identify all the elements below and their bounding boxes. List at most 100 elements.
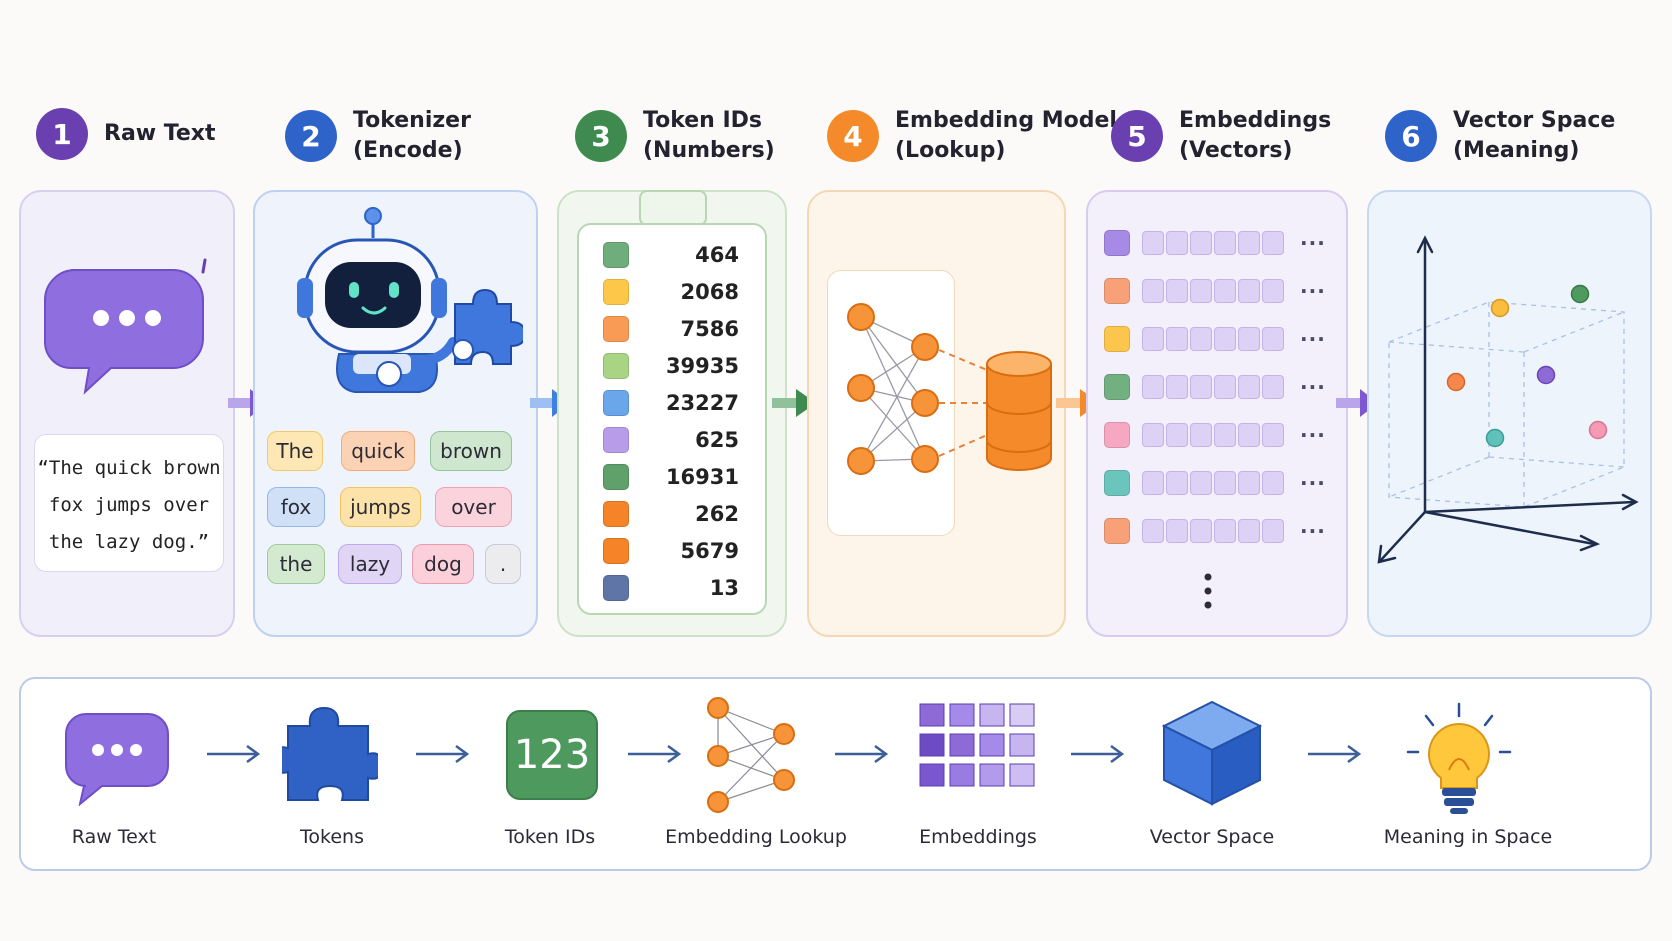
token-ids-panel: 464 2068 7586 39935 23227 625 16931 262 …: [557, 190, 787, 637]
token-chip: jumps: [340, 487, 421, 527]
flow-label: Embedding Lookup: [665, 826, 847, 848]
grid-cells-icon: [919, 703, 1035, 787]
clipboard-clip: [639, 190, 707, 226]
step-number-badge: 4: [827, 110, 879, 162]
step-title: Embedding Model (Lookup): [895, 106, 1117, 166]
step-number-badge: 1: [36, 108, 88, 160]
token-id-row: 23227: [603, 389, 753, 417]
step-title-line: Token IDs: [643, 108, 763, 133]
neural-network-icon: [707, 697, 795, 813]
step-header-6: 6 Vector Space (Meaning): [1385, 106, 1615, 166]
ellipsis-icon: ···: [1300, 231, 1326, 255]
step-title-line: Tokenizer: [353, 108, 471, 133]
token-id-row: 13: [603, 574, 753, 602]
flow-label: Vector Space: [1149, 826, 1275, 848]
step-header-2: 2 Tokenizer (Encode): [285, 106, 471, 166]
token-id-row: 464: [603, 241, 753, 269]
token-color-swatch: [603, 501, 629, 527]
arrow-right-icon: [835, 744, 889, 764]
token-id-row: 5679: [603, 537, 753, 565]
token-color-swatch: [603, 427, 629, 453]
step-header-1: 1 Raw Text: [36, 108, 215, 160]
token-id-row: 625: [603, 426, 753, 454]
step-title-line: Embedding Model: [895, 108, 1117, 133]
step-subtitle-line: (Meaning): [1453, 138, 1580, 163]
raw-text-line: the lazy dog.”: [48, 531, 210, 553]
flow-label: Meaning in Space: [1383, 826, 1553, 848]
token-chip: quick: [341, 431, 415, 471]
token-color-swatch: [603, 279, 629, 305]
token-color-swatch: [603, 390, 629, 416]
embedding-model-panel: [807, 190, 1066, 637]
token-color-swatch: [603, 353, 629, 379]
token-color-swatch: [1104, 422, 1130, 448]
token-id-list: 464 2068 7586 39935 23227 625 16931 262 …: [577, 223, 767, 615]
flow-arrow-icon: [772, 389, 816, 417]
embedding-vector-row: ···: [1104, 422, 1326, 448]
token-id-row: 16931: [603, 463, 753, 491]
token-color-swatch: [603, 464, 629, 490]
raw-text-line: “The quick brown: [37, 457, 221, 479]
token-id-value: 625: [695, 428, 739, 452]
step-header-3: 3 Token IDs (Numbers): [575, 106, 775, 166]
token-color-swatch: [1104, 518, 1130, 544]
cube-icon: [1161, 700, 1263, 806]
token-color-swatch: [1104, 374, 1130, 400]
embedding-vector-row: ···: [1104, 518, 1326, 544]
token-color-swatch: [603, 242, 629, 268]
ellipsis-icon: ···: [1300, 519, 1326, 543]
arrow-right-icon: [416, 744, 470, 764]
flow-label: Token IDs: [504, 826, 596, 848]
token-color-swatch: [603, 538, 629, 564]
embedding-vector-row: ···: [1104, 470, 1326, 496]
ellipsis-icon: ···: [1300, 375, 1326, 399]
ellipsis-icon: ···: [1300, 423, 1326, 447]
step-header-5: 5 Embeddings (Vectors): [1111, 106, 1331, 166]
token-id-value: 2068: [680, 280, 739, 304]
step-title: Embeddings (Vectors): [1179, 106, 1331, 166]
token-chip: fox: [267, 487, 325, 527]
step-subtitle-line: (Vectors): [1179, 138, 1293, 163]
vertical-ellipsis-icon: [1204, 573, 1212, 609]
arrow-right-icon: [628, 744, 682, 764]
token-id-value: 13: [709, 576, 739, 600]
token-id-row: 2068: [603, 278, 753, 306]
step-title-line: Raw Text: [104, 121, 216, 146]
token-id-value: 262: [695, 502, 739, 526]
token-chip: dog: [412, 544, 474, 584]
embeddings-panel: ··· ··· ··· ··· ··· ··· ···: [1086, 190, 1348, 637]
token-chip: The: [267, 431, 323, 471]
step-title: Token IDs (Numbers): [643, 106, 775, 166]
embedding-vector-row: ···: [1104, 374, 1326, 400]
token-chip: .: [485, 544, 521, 584]
flow-label: Tokens: [300, 826, 364, 848]
token-chip: the: [267, 544, 325, 584]
step-title-line: Embeddings: [1179, 108, 1332, 133]
flow-label: Embeddings: [919, 826, 1037, 848]
token-id-value: 16931: [665, 465, 739, 489]
token-id-row: 7586: [603, 315, 753, 343]
ellipsis-icon: ···: [1300, 327, 1326, 351]
arrow-right-icon: [1308, 744, 1362, 764]
step-number-badge: 2: [285, 110, 337, 162]
vector-space-panel: [1367, 190, 1652, 637]
embedding-vector-row: ···: [1104, 278, 1326, 304]
embedding-vector-row: ···: [1104, 230, 1326, 256]
token-id-value: 23227: [665, 391, 739, 415]
flow-label: Raw Text: [71, 826, 157, 848]
embedding-vector-row: ···: [1104, 326, 1326, 352]
token-id-value: 39935: [665, 354, 739, 378]
step-title: Raw Text: [104, 119, 215, 149]
step-number-badge: 5: [1111, 110, 1163, 162]
pipeline-summary-row: [19, 677, 1652, 871]
step-subtitle-line: (Numbers): [643, 138, 775, 163]
speech-bubble-icon: [44, 258, 207, 395]
tokenizer-panel: The quick brown fox jumps over the lazy …: [253, 190, 538, 637]
step-subtitle-line: (Encode): [353, 138, 463, 163]
raw-text-panel: “The quick brown fox jumps over the lazy…: [19, 190, 235, 637]
step-title: Vector Space (Meaning): [1453, 106, 1615, 166]
arrow-right-icon: [207, 744, 261, 764]
token-chip: lazy: [338, 544, 402, 584]
puzzle-piece-icon: [282, 706, 378, 801]
lightbulb-icon: [1406, 702, 1512, 814]
